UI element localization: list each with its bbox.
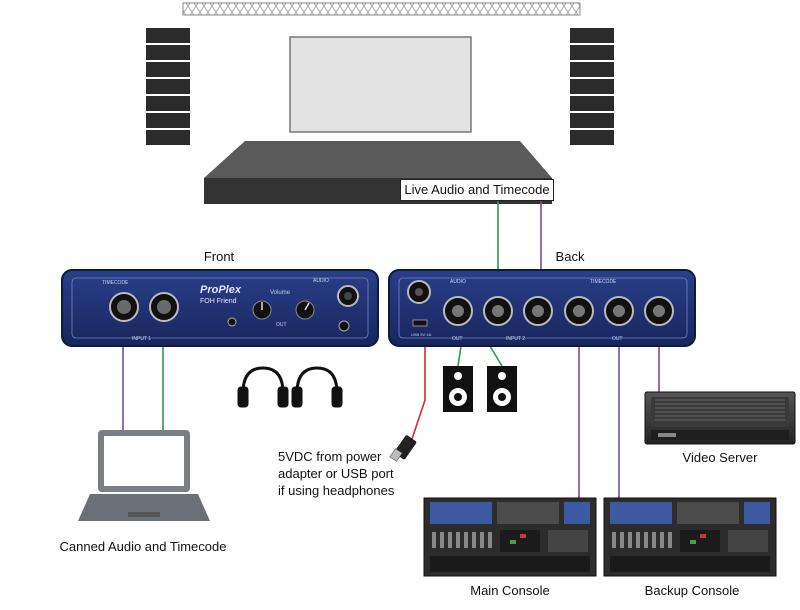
front-volume-text: Volume [270, 290, 291, 296]
live-audio-timecode-label: Live Audio and Timecode [400, 179, 554, 201]
monitor-speaker-icon-2 [487, 366, 517, 412]
front-out-text: OUT [276, 322, 287, 328]
front-model: FOH Friend [200, 298, 237, 305]
usb-port [412, 319, 428, 327]
front-brand: ProPlex [200, 284, 242, 296]
back-input2-text: INPUT 2 [506, 336, 525, 342]
usb-plug-icon [389, 435, 417, 462]
back-label: Back [555, 249, 585, 264]
video-server-label: Video Server [682, 450, 758, 465]
stage-truss [182, 2, 581, 16]
back-panel-device: AUDIO TIMECODE OUT INPUT 2 OUT USB 5V 1A [388, 269, 696, 347]
canned-audio-label: Canned Audio and Timecode [59, 539, 227, 554]
power-note-label: 5VDC from power adapter or USB port if u… [278, 449, 395, 498]
projection-screen [289, 36, 472, 133]
backup-console-icon [603, 497, 777, 577]
back-out-tc-text: OUT [612, 336, 623, 342]
back-audio-text: AUDIO [450, 279, 466, 285]
laptop-icon [78, 430, 210, 521]
front-panel-device: TIMECODE ProPlex FOH Friend Volume AUDIO… [61, 269, 379, 347]
front-label: Front [203, 249, 235, 264]
headphones-icon-2 [291, 366, 343, 408]
headphones-icon [237, 366, 289, 408]
front-audio-text: AUDIO [313, 278, 329, 284]
main-console-icon [423, 497, 597, 577]
monitor-speaker-icon [443, 366, 473, 412]
left-speaker-array [146, 28, 190, 145]
main-console-label: Main Console [470, 583, 550, 598]
front-input1-text: INPUT 1 [132, 336, 151, 342]
back-out-audio-text: OUT [452, 336, 463, 342]
back-usb-text: USB 5V 1A [411, 332, 432, 337]
red-usb-cable [409, 332, 426, 446]
front-timecode-text: TIMECODE [102, 280, 129, 286]
backup-console-label: Backup Console [644, 583, 740, 598]
right-speaker-array [570, 28, 614, 145]
back-timecode-text: TIMECODE [590, 279, 617, 285]
video-server-icon [644, 391, 796, 445]
